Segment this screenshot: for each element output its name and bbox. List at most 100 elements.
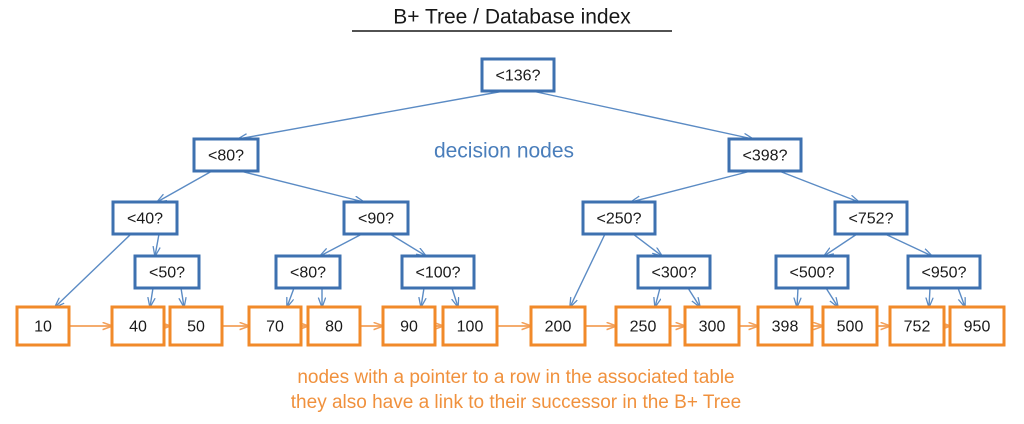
decision-node-box[interactable]: [111, 200, 179, 236]
decision-node-box[interactable]: [906, 254, 982, 290]
tree-edge: [884, 233, 932, 256]
tree-edge: [797, 287, 798, 307]
decision-nodes-layer: <136? <80? <398? <40? <90? <250? <752? <50? <80?…: [111, 57, 982, 290]
leaf-node-box[interactable]: [381, 305, 437, 347]
decision-node-box[interactable]: [342, 200, 410, 236]
decision-node-box[interactable]: [833, 200, 909, 236]
decision-node-80[interactable]: <80?: [274, 254, 342, 290]
leaf-node-label: 398: [772, 319, 799, 336]
tree-edge: [181, 287, 184, 307]
leaf-node-label: 50: [187, 319, 205, 336]
leaf-node-label: 500: [837, 319, 864, 336]
leaf-node-box[interactable]: [821, 305, 879, 347]
leaf-node-box[interactable]: [15, 305, 71, 347]
leaf-node-box[interactable]: [441, 305, 499, 347]
decision-node-250[interactable]: <250?: [581, 200, 657, 236]
decision-node-label: <250?: [597, 211, 642, 228]
leaf-node-label: 10: [34, 319, 52, 336]
decision-node-500[interactable]: <500?: [774, 254, 850, 290]
decision-node-label: <40?: [127, 211, 163, 228]
decision-node-300[interactable]: <300?: [636, 254, 712, 290]
leaf-node-box[interactable]: [247, 305, 303, 347]
tree-edge: [150, 287, 153, 307]
tree-edge: [155, 233, 159, 256]
decision-node-label: <90?: [358, 211, 394, 228]
leaf-node-500[interactable]: 500: [821, 305, 879, 347]
leaf-node-label: 40: [129, 319, 147, 336]
tree-edge: [452, 287, 458, 307]
leaf-node-box[interactable]: [110, 305, 166, 347]
leaf-node-box[interactable]: [168, 305, 224, 347]
decision-node-950[interactable]: <950?: [906, 254, 982, 290]
leaf-node-70[interactable]: 70: [247, 305, 303, 347]
leaf-node-250[interactable]: 250: [614, 305, 672, 347]
leaf-node-752[interactable]: 752: [888, 305, 946, 347]
decision-node-label: <100?: [416, 265, 461, 282]
tree-edge: [389, 233, 426, 256]
tree-edge: [320, 233, 363, 256]
decision-node-label: <80?: [208, 148, 244, 165]
decision-node-100[interactable]: <100?: [400, 254, 476, 290]
tree-edge: [687, 287, 700, 307]
leaf-node-box[interactable]: [888, 305, 946, 347]
decision-node-box[interactable]: [727, 137, 803, 173]
leaf-node-box[interactable]: [614, 305, 672, 347]
leaf-node-label: 90: [400, 319, 418, 336]
leaf-node-label: 200: [545, 319, 572, 336]
decision-node-box[interactable]: [274, 254, 342, 290]
leaf-nodes-layer: 10 40 50 70 80 90 100 200 250 300 398 500 752 950: [15, 305, 1006, 347]
decision-node-box[interactable]: [636, 254, 712, 290]
decision-node-398[interactable]: <398?: [727, 137, 803, 173]
decision-node-label: <136?: [496, 68, 541, 85]
decision-node-136[interactable]: <136?: [480, 57, 556, 93]
leaf-node-10[interactable]: 10: [15, 305, 71, 347]
decision-node-label: <500?: [790, 265, 835, 282]
tree-edge: [421, 287, 424, 307]
tree-edge: [157, 170, 213, 202]
decision-node-label: <300?: [652, 265, 697, 282]
decision-node-50[interactable]: <50?: [133, 254, 201, 290]
leaf-node-box[interactable]: [756, 305, 814, 347]
decision-node-80[interactable]: <80?: [192, 137, 260, 173]
leaf-node-200[interactable]: 200: [529, 305, 587, 347]
decision-node-752[interactable]: <752?: [833, 200, 909, 236]
leaf-node-box[interactable]: [529, 305, 587, 347]
leaf-node-box[interactable]: [683, 305, 741, 347]
leaf-node-100[interactable]: 100: [441, 305, 499, 347]
decision-node-box[interactable]: [581, 200, 657, 236]
leaf-node-box[interactable]: [948, 305, 1006, 347]
decision-node-box[interactable]: [400, 254, 476, 290]
tree-edge: [655, 287, 660, 307]
decision-node-box[interactable]: [774, 254, 850, 290]
leaf-node-40[interactable]: 40: [110, 305, 166, 347]
leaf-node-50[interactable]: 50: [168, 305, 224, 347]
leaf-node-90[interactable]: 90: [381, 305, 437, 347]
tree-edge: [631, 170, 752, 202]
leaf-node-950[interactable]: 950: [948, 305, 1006, 347]
decision-node-40[interactable]: <40?: [111, 200, 179, 236]
decision-node-box[interactable]: [133, 254, 201, 290]
decision-node-label: <398?: [743, 148, 788, 165]
leaf-node-80[interactable]: 80: [306, 305, 362, 347]
leaf-node-label: 950: [964, 319, 991, 336]
leaf-node-label: 80: [325, 319, 343, 336]
decision-node-box[interactable]: [192, 137, 260, 173]
tree-edge: [238, 90, 505, 139]
leaf-node-398[interactable]: 398: [756, 305, 814, 347]
tree-edge: [824, 233, 858, 256]
tree-edge: [239, 170, 364, 202]
leaf-node-300[interactable]: 300: [683, 305, 741, 347]
decision-node-90[interactable]: <90?: [342, 200, 410, 236]
tree-edge: [957, 287, 965, 307]
tree-edges-layer: [55, 90, 965, 307]
decision-node-label: <752?: [849, 211, 894, 228]
leaf-node-label: 300: [699, 319, 726, 336]
tree-edge: [929, 287, 930, 307]
leaf-node-label: 752: [904, 319, 931, 336]
leaf-node-box[interactable]: [306, 305, 362, 347]
leaf-caption-line-2: they also have a link to their successor…: [291, 392, 741, 413]
decision-node-box[interactable]: [480, 57, 556, 93]
page-title: B+ Tree / Database index: [393, 6, 631, 29]
